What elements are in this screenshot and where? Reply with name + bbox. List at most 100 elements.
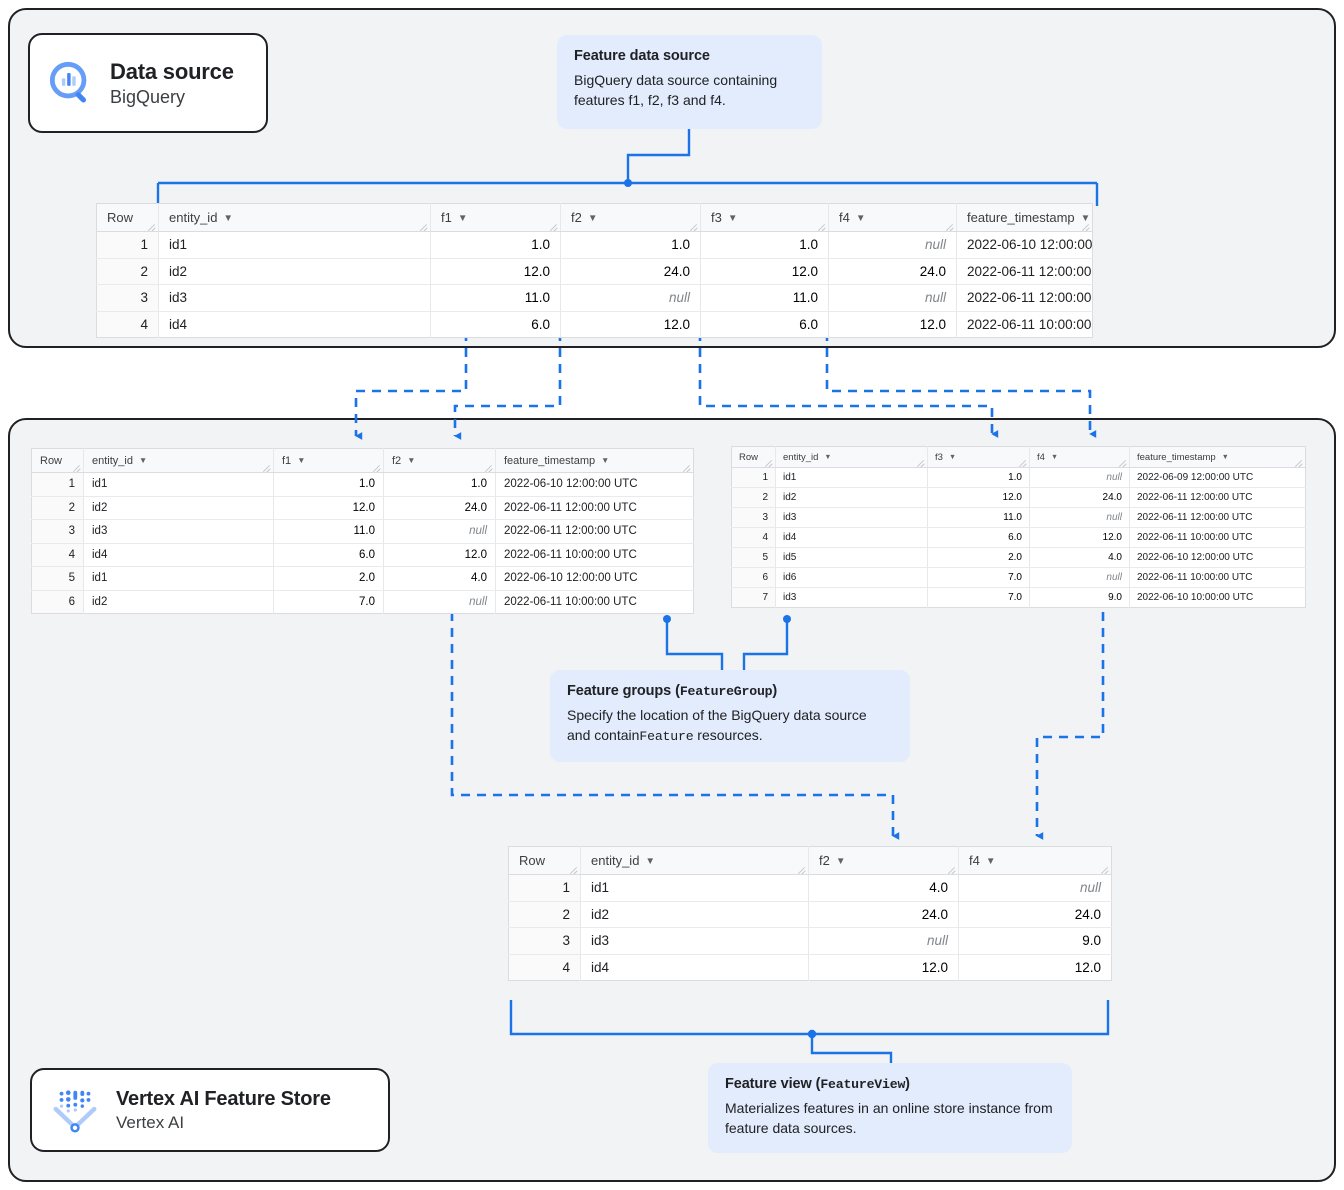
chevron-down-icon[interactable]: ▼ bbox=[1080, 213, 1091, 224]
column-header-f1[interactable]: f1▼ bbox=[273, 448, 384, 473]
chevron-down-icon[interactable]: ▼ bbox=[587, 213, 598, 224]
column-header-feature-timestamp[interactable]: feature_timestamp▼ bbox=[1129, 446, 1306, 468]
column-header-row[interactable]: Row bbox=[31, 448, 84, 473]
callout-title: Feature data source bbox=[574, 48, 710, 64]
column-resize-handle-icon[interactable] bbox=[945, 221, 954, 230]
chevron-down-icon[interactable]: ▼ bbox=[457, 213, 468, 224]
column-header-f2[interactable]: f2▼ bbox=[560, 203, 701, 232]
cell-row-number: 4 bbox=[31, 543, 84, 567]
column-header-row[interactable]: Row bbox=[96, 203, 159, 232]
column-resize-handle-icon[interactable] bbox=[72, 462, 81, 471]
chevron-down-icon[interactable]: ▼ bbox=[835, 856, 846, 867]
column-resize-handle-icon[interactable] bbox=[549, 221, 558, 230]
column-resize-handle-icon[interactable] bbox=[797, 864, 806, 873]
column-resize-handle-icon[interactable] bbox=[372, 462, 381, 471]
column-header-entity-id[interactable]: entity_id▼ bbox=[775, 446, 928, 468]
column-resize-handle-icon[interactable] bbox=[682, 462, 691, 471]
column-header-row[interactable]: Row bbox=[731, 446, 776, 468]
chevron-down-icon[interactable]: ▼ bbox=[824, 452, 832, 461]
cell-value: 12.0 bbox=[1074, 959, 1101, 975]
chevron-down-icon[interactable]: ▼ bbox=[855, 213, 866, 224]
column-header-f4[interactable]: f4▼ bbox=[958, 846, 1112, 875]
column-header-label: f3 bbox=[935, 451, 943, 463]
column-resize-handle-icon[interactable] bbox=[817, 221, 826, 230]
cell-null: null bbox=[383, 519, 496, 544]
cell-row-number: 3 bbox=[96, 284, 159, 312]
column-header-f1[interactable]: f1▼ bbox=[430, 203, 561, 232]
chevron-down-icon[interactable]: ▼ bbox=[985, 856, 996, 867]
column-header-f2[interactable]: f2▼ bbox=[383, 448, 496, 473]
chevron-down-icon[interactable]: ▼ bbox=[727, 213, 738, 224]
cell-value: id5 bbox=[775, 547, 928, 568]
column-resize-handle-icon[interactable] bbox=[262, 462, 271, 471]
column-header-f4[interactable]: f4▼ bbox=[1029, 446, 1130, 468]
cell-row-number: 1 bbox=[31, 472, 84, 497]
column-header-f3[interactable]: f3 ▼ bbox=[700, 203, 829, 232]
column-header-label: f3 bbox=[711, 210, 722, 225]
column-resize-handle-icon[interactable] bbox=[147, 221, 156, 230]
chevron-down-icon[interactable]: ▼ bbox=[138, 455, 148, 465]
chevron-down-icon[interactable]: ▼ bbox=[1050, 452, 1058, 461]
column-header-f3[interactable]: f3 ▼ bbox=[927, 446, 1030, 468]
column-resize-handle-icon[interactable] bbox=[1118, 457, 1127, 466]
column-resize-handle-icon[interactable] bbox=[484, 462, 493, 471]
column-resize-handle-icon[interactable] bbox=[419, 221, 428, 230]
column-header-f2[interactable]: f2▼ bbox=[808, 846, 959, 875]
column-header-row[interactable]: Row bbox=[508, 846, 581, 875]
column-header-label: entity_id bbox=[169, 210, 218, 225]
chevron-down-icon[interactable]: ▼ bbox=[645, 856, 656, 867]
column-resize-handle-icon[interactable] bbox=[1100, 864, 1109, 873]
chevron-down-icon[interactable]: ▼ bbox=[297, 455, 306, 465]
column-header-feature-timestamp[interactable]: feature_timestamp▼ bbox=[495, 448, 694, 473]
column-resize-handle-icon[interactable] bbox=[1018, 457, 1027, 466]
column-header-feature-timestamp[interactable]: feature_timestamp▼ bbox=[956, 203, 1093, 232]
callout-title: Feature groups (FeatureGroup) bbox=[567, 683, 893, 699]
cell-value: 11.0 bbox=[273, 519, 384, 544]
chevron-down-icon[interactable]: ▼ bbox=[223, 213, 234, 224]
chevron-down-icon[interactable]: ▼ bbox=[1221, 452, 1229, 461]
cell-row-number: 1 bbox=[96, 231, 159, 259]
column-header-f4[interactable]: f4▼ bbox=[828, 203, 957, 232]
chevron-down-icon[interactable]: ▼ bbox=[601, 455, 610, 465]
callout-title-code: FeatureView bbox=[820, 1077, 906, 1092]
column-resize-handle-icon[interactable] bbox=[1081, 221, 1090, 230]
column-header-entity-id[interactable]: entity_id ▼ bbox=[158, 203, 431, 232]
column-resize-handle-icon[interactable] bbox=[947, 864, 956, 873]
cell-value: 2022-06-11 10:00:00 UTC bbox=[495, 543, 694, 567]
chevron-down-icon[interactable]: ▼ bbox=[407, 455, 416, 465]
column-resize-handle-icon[interactable] bbox=[1294, 457, 1303, 466]
column-resize-handle-icon[interactable] bbox=[689, 221, 698, 230]
data-source-card-subtitle: BigQuery bbox=[110, 86, 186, 107]
column-header-entity-id[interactable]: entity_id▼ bbox=[580, 846, 809, 875]
column-resize-handle-icon[interactable] bbox=[916, 457, 925, 466]
column-header-entity-id[interactable]: entity_id▼ bbox=[83, 448, 274, 473]
column-resize-handle-icon[interactable] bbox=[569, 864, 578, 873]
chevron-down-icon[interactable]: ▼ bbox=[948, 452, 956, 461]
column-resize-handle-icon[interactable] bbox=[764, 457, 773, 466]
